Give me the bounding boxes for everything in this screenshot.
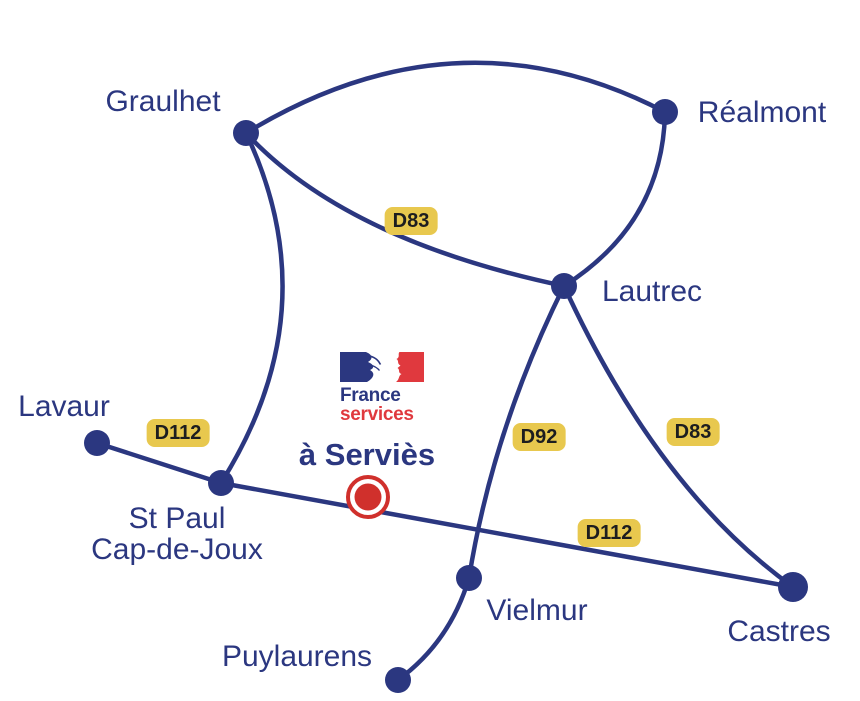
road-badge-d112-stpaul-castres: D112 (577, 519, 641, 547)
town-label-realmont: Réalmont (697, 96, 827, 129)
logo-text-services: services (340, 404, 414, 425)
road-graulhet-stpaul (218, 130, 285, 486)
road-vielmur-puylaurens (395, 575, 472, 683)
town-label-stpaul-cap-de-joux: St Paul Cap-de-Joux (91, 503, 263, 565)
road-graulhet-realmont (243, 60, 668, 136)
road-badge-d112-lavaur: D112 (146, 419, 210, 447)
town-label-stpaul-line1: St Paul (128, 502, 226, 535)
node-lavaur (84, 430, 110, 456)
town-label-castres: Castres (727, 615, 831, 648)
logo-red-block (396, 352, 424, 382)
destination-label-servies: à Serviès (298, 437, 436, 472)
town-label-lavaur: Lavaur (18, 390, 110, 423)
town-label-graulhet: Graulhet (105, 85, 221, 118)
node-realmont (652, 99, 678, 125)
town-label-vielmur: Vielmur (486, 594, 588, 627)
node-puylaurens (385, 667, 411, 693)
servies-marker-dot (354, 483, 382, 511)
town-label-puylaurens: Puylaurens (221, 640, 373, 673)
town-nodes (84, 99, 808, 693)
road-badge-d83-lautrec-castres: D83 (666, 418, 720, 446)
logo-blue-block (340, 352, 374, 382)
road-d83-graulhet-lautrec (243, 130, 567, 289)
logo-hair-stroke-1 (369, 355, 382, 365)
servies-marker (346, 475, 390, 519)
road-realmont-lautrec (561, 109, 668, 289)
road-badge-d92-lautrec-vielmur: D92 (512, 423, 566, 451)
node-vielmur (456, 565, 482, 591)
node-stpaul-cap-de-joux (208, 470, 234, 496)
node-lautrec (551, 273, 577, 299)
road-d92-lautrec-vielmur (466, 283, 567, 581)
marianne-flag-icon (340, 352, 424, 382)
logo-text-france: France (340, 385, 401, 406)
town-label-lautrec: Lautrec (601, 275, 703, 308)
logo-hair-stroke-2 (370, 364, 381, 371)
france-services-logo: France services (340, 352, 450, 424)
road-badge-d83-graulhet-lautrec: D83 (384, 207, 438, 235)
road-d83-lautrec-castres (561, 283, 796, 590)
town-label-stpaul-line2: Cap-de-Joux (91, 533, 263, 566)
node-castres (778, 572, 808, 602)
node-graulhet (233, 120, 259, 146)
